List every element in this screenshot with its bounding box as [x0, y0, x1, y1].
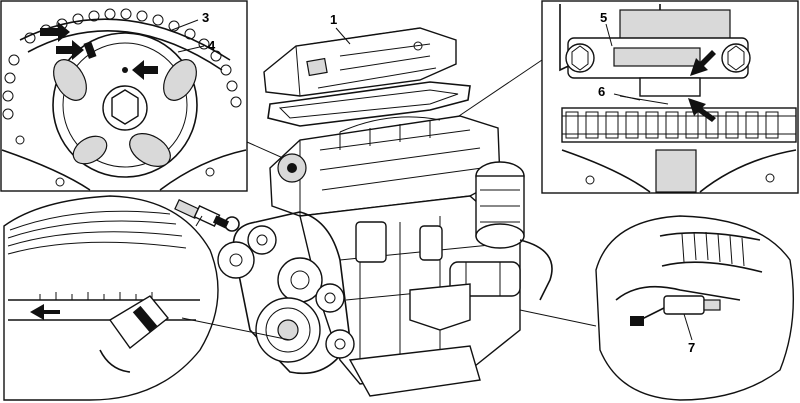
- alignment-arrow-icon: [690, 50, 716, 76]
- direction-arrow-icon: [30, 304, 60, 320]
- alignment-arrow-icon: [132, 60, 158, 80]
- cam-bearing-cap: [565, 37, 751, 79]
- callout-6: 6: [598, 84, 605, 99]
- alignment-arrow-icon: [40, 22, 70, 42]
- callout-4: 4: [208, 38, 216, 53]
- callout-7: 7: [688, 340, 695, 355]
- inset-leader-line: [455, 59, 543, 119]
- callout-5: 5: [600, 10, 607, 25]
- inset-crankshaft-mark: [3, 195, 219, 401]
- cover-gasket: [267, 81, 471, 127]
- sensor-body: [630, 295, 721, 326]
- inset-chain-detail: 5 6: [541, 0, 799, 194]
- callout-3: 3: [202, 10, 209, 25]
- timing-chain-strip: [561, 107, 797, 143]
- callout-1: 1: [330, 12, 337, 27]
- alignment-arrow-icon: [688, 98, 716, 122]
- belt-drive: [217, 211, 355, 374]
- inset-sensor-detail: [595, 215, 795, 401]
- glow-plug: [174, 199, 240, 232]
- inset-leader-line: [181, 317, 291, 341]
- oil-filter-housing: [475, 161, 525, 249]
- cylinder-head-cover: [263, 27, 457, 97]
- alignment-arrow-icon: [56, 40, 84, 60]
- engine-block: [269, 115, 553, 397]
- flex-hose: [659, 231, 763, 273]
- camshaft-sprocket: [52, 32, 198, 178]
- inset-leader-line: [519, 309, 597, 327]
- inset-camshaft-sprocket: 3 4: [0, 0, 248, 192]
